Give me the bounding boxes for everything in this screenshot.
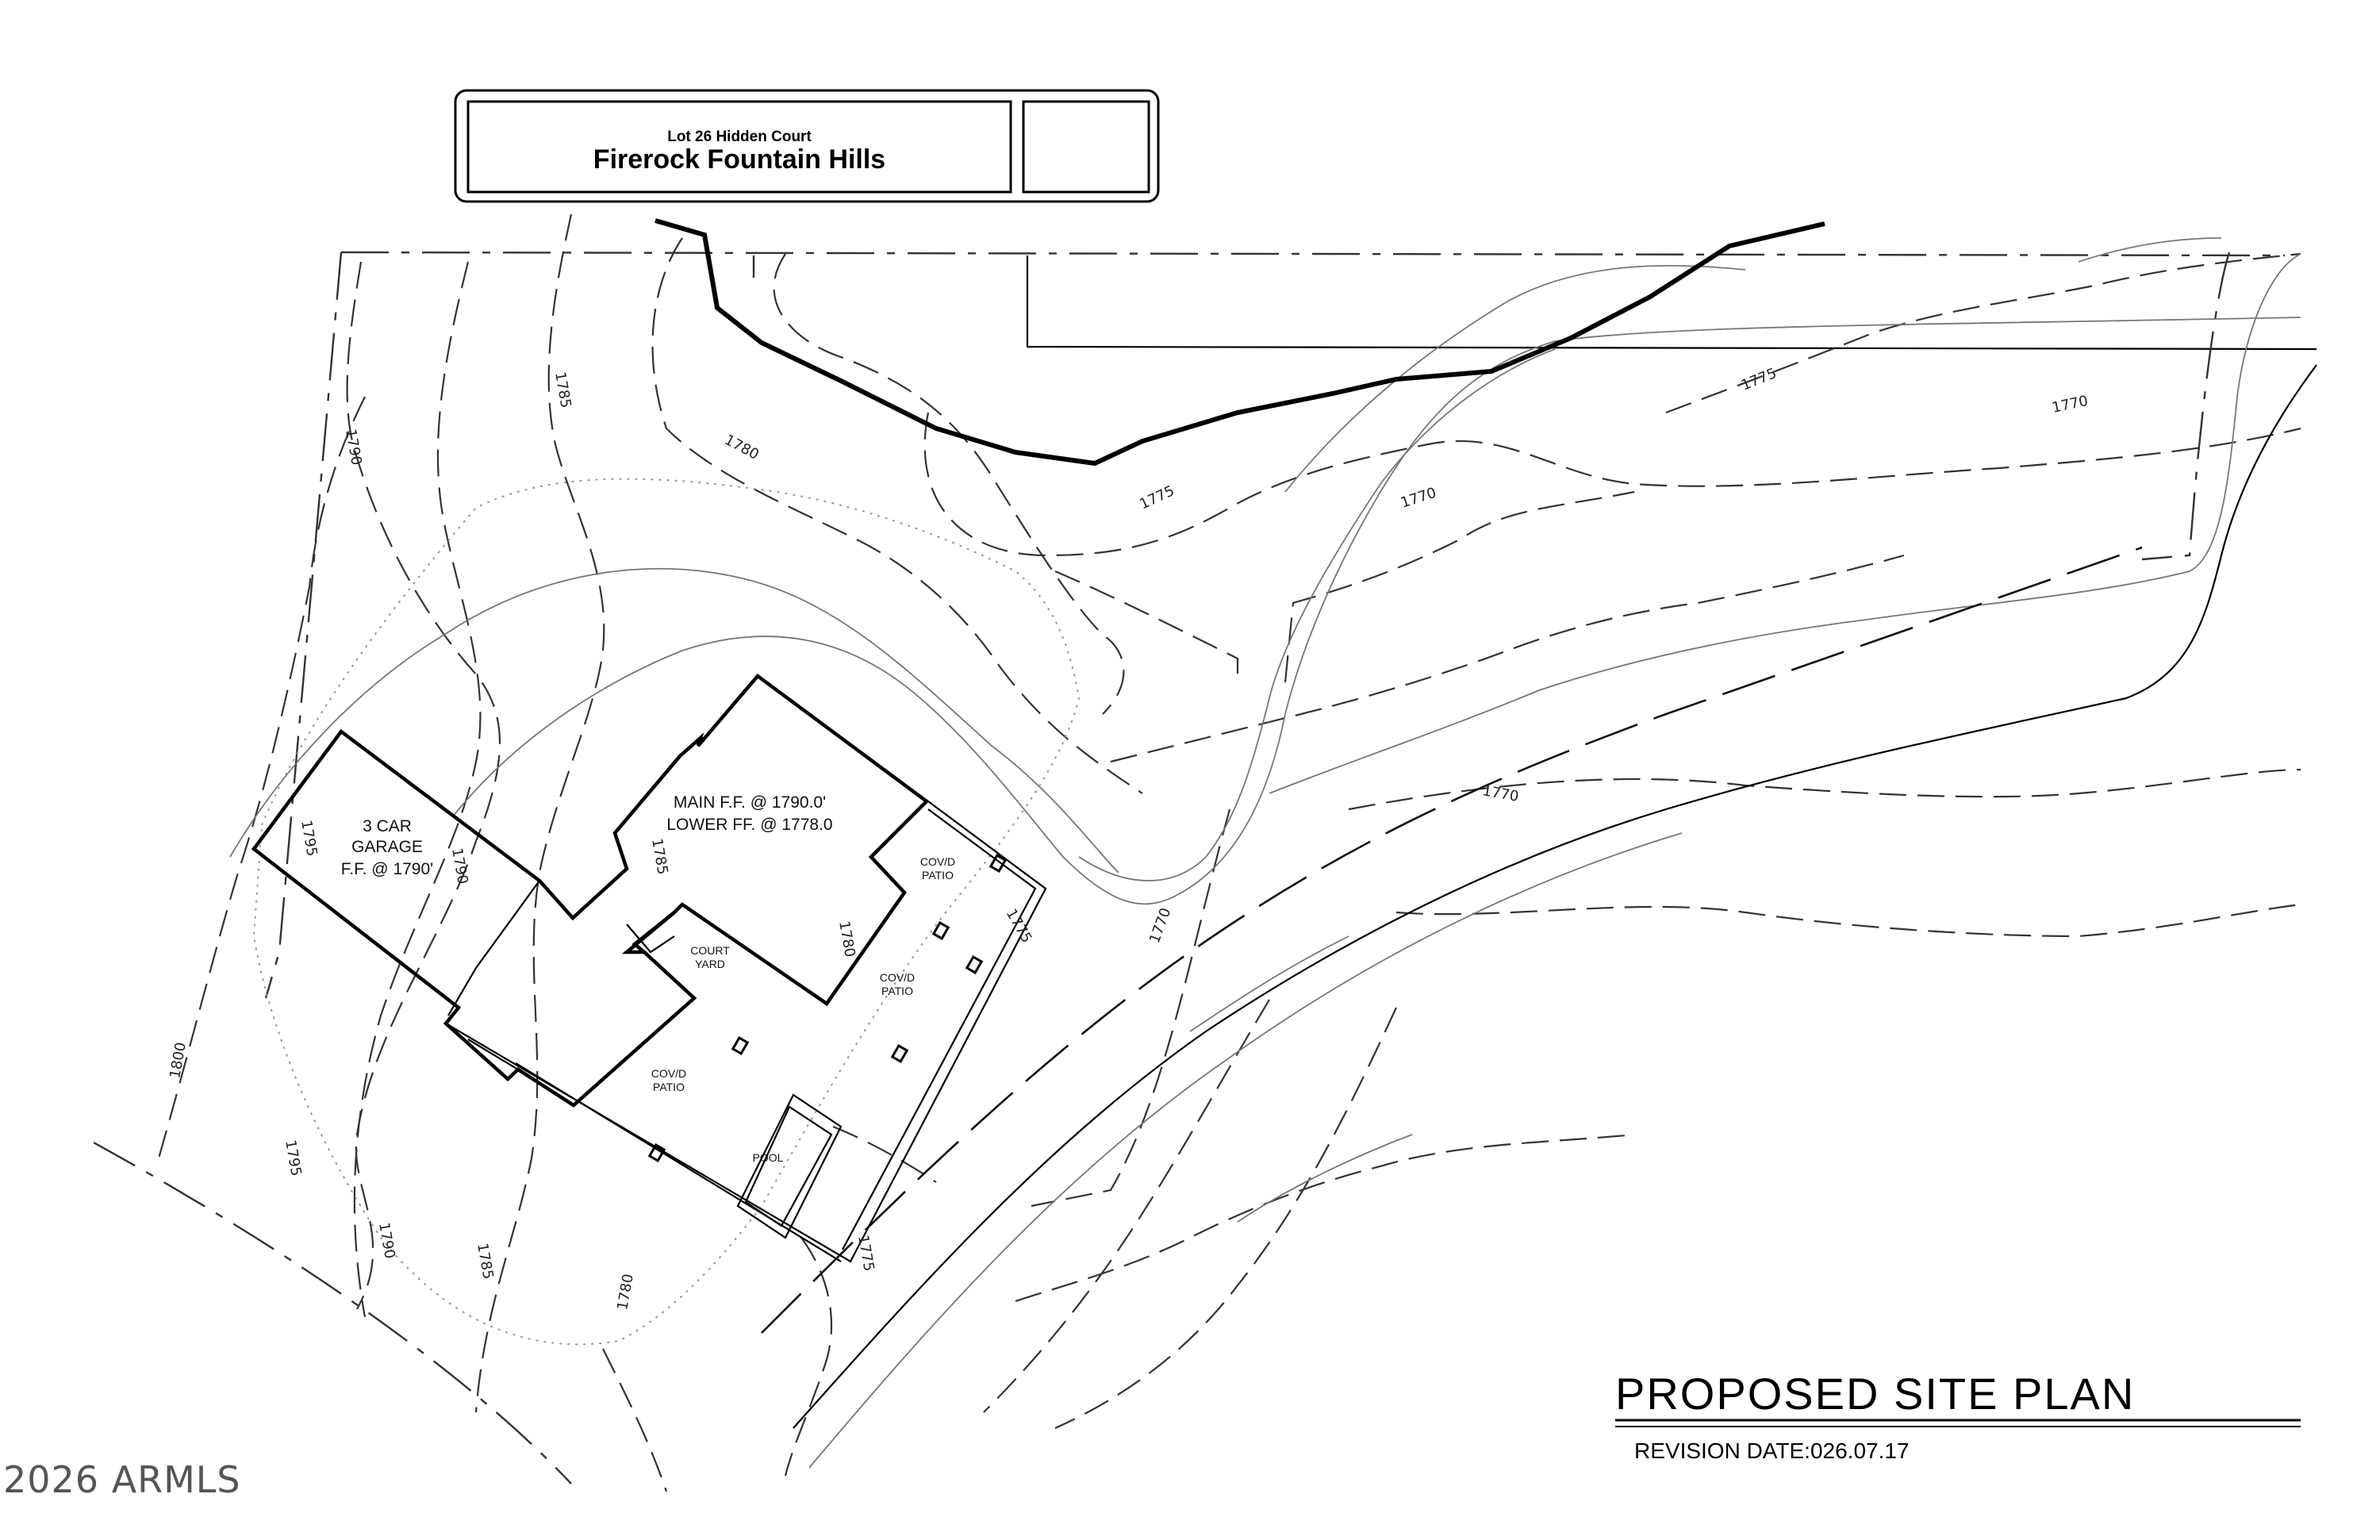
elev-label: 1770 <box>1399 485 1438 512</box>
elev-label: 1775 <box>1739 365 1779 394</box>
garage-label-2: GARAGE <box>351 838 423 856</box>
patio-west-label-1: COV/D <box>651 1067 686 1080</box>
elevation-labels: 1790 1785 1780 1775 1770 1775 1770 1770 … <box>167 365 2090 1311</box>
patio-east-label-2: PATIO <box>922 869 954 881</box>
elev-label: 1795 <box>282 1139 305 1177</box>
patio-east-label-1: COV/D <box>920 855 955 868</box>
elev-label: 1800 <box>167 1041 190 1080</box>
elev-label: 1775 <box>1137 482 1177 513</box>
elev-label: 1790 <box>375 1221 398 1260</box>
title-block-community: Firerock Fountain Hills <box>593 144 885 175</box>
plan-title: PROPOSED SITE PLAN <box>1615 1369 2135 1419</box>
road-edges <box>761 364 2317 1469</box>
main-ff-label: MAIN F.F. @ 1790.0' <box>674 793 826 812</box>
patio-west-label-2: PATIO <box>653 1081 685 1093</box>
plan-title-block: PROPOSED SITE PLAN REVISION DATE:026.07.… <box>1615 1369 2301 1463</box>
elev-label: 1780 <box>722 432 762 463</box>
elev-label: 1770 <box>2051 393 2090 417</box>
elev-label: 1770 <box>1146 905 1174 945</box>
elev-label: 1780 <box>614 1273 637 1311</box>
revision-date: REVISION DATE:026.07.17 <box>1634 1438 1910 1463</box>
elev-label: 1790 <box>342 428 365 467</box>
elev-label: 1775 <box>854 1234 877 1273</box>
contour-lines <box>157 213 2301 1492</box>
elev-label: 1780 <box>835 920 858 958</box>
grading-contours <box>229 237 2301 1223</box>
ridge-line <box>654 218 1825 467</box>
disturbance-boundary <box>252 478 1081 1346</box>
courtyard-label-1: COURT <box>690 944 730 957</box>
patio-south-label-1: COV/D <box>880 971 915 984</box>
courtyard-label-2: YARD <box>695 958 725 970</box>
garage-label-3: F.F. @ 1790' <box>341 860 433 878</box>
elev-label: 1795 <box>298 819 321 858</box>
elev-label: 1785 <box>474 1242 497 1281</box>
lower-ff-label: LOWER FF. @ 1778.0 <box>666 816 832 834</box>
elev-label: 1790 <box>448 847 471 885</box>
elev-label: 1785 <box>551 371 574 409</box>
house-footprint <box>251 673 1047 1263</box>
armls-watermark: 2026 ARMLS <box>3 1458 241 1501</box>
pool-label: POOL <box>753 1151 784 1164</box>
title-block-lot: Lot 26 Hidden Court <box>667 129 812 145</box>
room-labels: 3 CAR GARAGE F.F. @ 1790' MAIN F.F. @ 17… <box>341 793 955 1164</box>
title-block: Lot 26 Hidden Court Firerock Fountain Hi… <box>454 89 1160 203</box>
patio-south-label-2: PATIO <box>881 985 913 997</box>
garage-label-1: 3 CAR <box>363 817 412 835</box>
elev-label: 1785 <box>648 837 671 876</box>
property-lines <box>93 251 2317 1484</box>
